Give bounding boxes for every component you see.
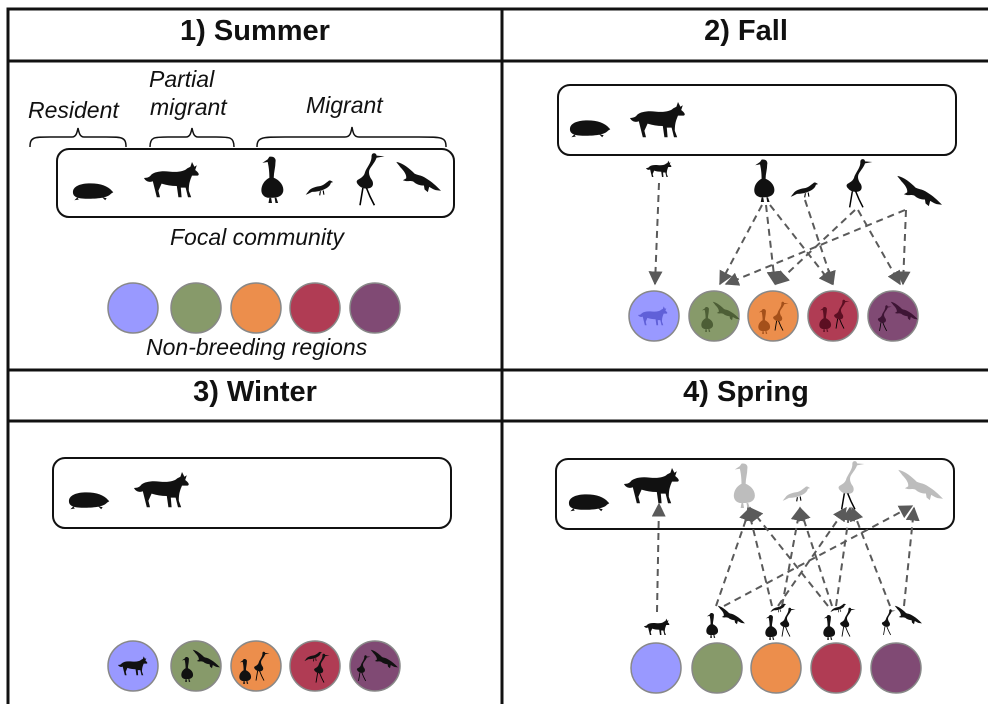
panel-spring	[555, 458, 955, 694]
goose-icon	[754, 159, 775, 202]
spring-returning-placeholders	[733, 460, 943, 510]
region-circle-3	[750, 642, 802, 694]
crane-icon	[839, 607, 856, 638]
songbird-icon	[790, 181, 818, 198]
fall-migration-arrows	[648, 182, 911, 286]
goose-icon	[765, 615, 778, 640]
region-circle-5	[349, 282, 401, 334]
winter-animals	[68, 472, 189, 510]
spring-migration-arrows	[651, 502, 920, 613]
summer-animals	[72, 152, 441, 206]
fox-icon	[134, 472, 189, 508]
summer-regions	[107, 282, 401, 334]
goose-icon	[261, 156, 284, 203]
partial-migrant-label-line1: Partial	[149, 66, 215, 92]
region-circle-2	[170, 282, 222, 334]
panel-grid	[6, 7, 988, 704]
fall-community-box	[557, 84, 957, 156]
migrant-label: Migrant	[306, 92, 383, 118]
goose-icon	[733, 463, 755, 508]
resident-label: Resident	[28, 97, 119, 123]
region-circle-3	[747, 290, 799, 342]
fox-icon	[624, 468, 679, 504]
crane-icon	[837, 460, 865, 510]
resident-brace	[29, 127, 127, 148]
focal-community-label: Focal community	[170, 224, 344, 250]
spring-migrants-in-transit	[644, 603, 922, 640]
hawk-icon	[894, 605, 922, 625]
mole-icon	[568, 494, 610, 512]
partial-migrant-label-line2: migrant	[150, 94, 227, 120]
panel-winter	[52, 457, 452, 692]
partial-migrant-brace	[149, 127, 235, 148]
hawk-icon	[396, 161, 441, 193]
region-circle-1	[107, 282, 159, 334]
region-circle-2	[170, 640, 222, 692]
spring-residents	[568, 468, 679, 512]
fall-regions	[628, 290, 919, 342]
goose-icon	[706, 613, 719, 638]
region-circle-5	[867, 290, 919, 342]
outer-frame	[6, 7, 988, 704]
crane-icon	[881, 608, 896, 636]
spring-regions	[630, 642, 922, 694]
non-breeding-regions-label: Non-breeding regions	[146, 334, 368, 360]
fall-title: 2) Fall	[704, 15, 788, 47]
summer-title: 1) Summer	[180, 15, 330, 47]
migrant-brace	[256, 126, 447, 148]
panel-summer	[29, 126, 455, 334]
hawk-icon	[898, 469, 943, 501]
crane-icon	[779, 607, 796, 638]
songbird-icon	[305, 179, 333, 196]
focal-community-box	[56, 148, 455, 218]
region-circle-4	[807, 290, 859, 342]
crane-icon	[355, 152, 386, 206]
region-circle-2	[691, 642, 743, 694]
mole-icon	[72, 183, 114, 201]
fox-icon	[630, 102, 685, 138]
hawk-icon	[717, 605, 745, 625]
fox-icon	[644, 618, 670, 635]
hawk-icon	[897, 175, 942, 207]
region-circle-4	[810, 642, 862, 694]
region-circle-3	[230, 282, 282, 334]
region-circle-5	[349, 640, 401, 692]
region-circle-4	[289, 640, 341, 692]
spring-community-box	[555, 458, 955, 530]
region-circle-2	[688, 290, 740, 342]
goose-icon	[823, 615, 836, 640]
panel-fall	[557, 84, 957, 342]
spring-title: 4) Spring	[683, 376, 809, 408]
region-circle-5	[870, 642, 922, 694]
mole-icon	[68, 492, 110, 510]
crane-icon	[845, 158, 873, 208]
songbird-icon	[782, 485, 810, 502]
summer-braces	[29, 126, 447, 148]
migrating-fox-icon	[646, 160, 672, 177]
fox-icon	[144, 162, 199, 198]
region-circle-4	[289, 282, 341, 334]
winter-title: 3) Winter	[193, 376, 317, 408]
winter-regions	[107, 640, 401, 692]
mole-icon	[569, 120, 611, 138]
winter-community-box	[52, 457, 452, 529]
region-circle-1	[630, 642, 682, 694]
